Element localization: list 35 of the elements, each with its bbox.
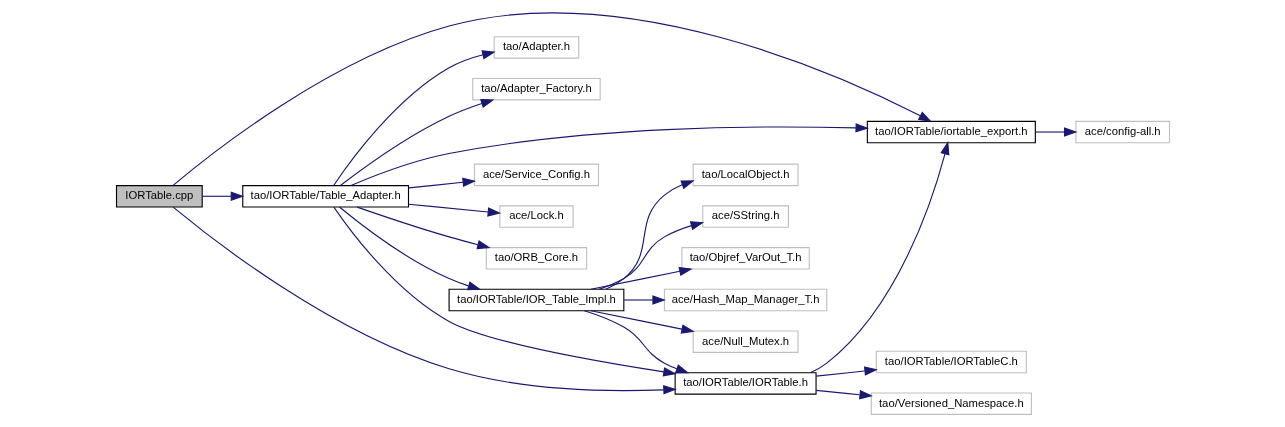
node-box: tao/Adapter.h (493, 36, 579, 59)
arrow (598, 221, 704, 290)
arrow (339, 99, 494, 186)
node-box: ace/Lock.h (498, 205, 574, 228)
arrow (623, 295, 666, 305)
arrow (356, 206, 491, 250)
arrow (815, 366, 878, 377)
arrow (1034, 127, 1077, 137)
node-box: ace/SString.h (701, 205, 789, 228)
node-box: tao/Versioned_Namespace.h (870, 392, 1032, 415)
arrow (583, 310, 689, 374)
arrow (589, 310, 695, 334)
arrow (338, 206, 481, 291)
node-box: ace/config-all.h (1074, 120, 1170, 144)
arrow (201, 191, 244, 202)
node-box: tao/ORB_Core.h (485, 247, 587, 270)
arrow (407, 177, 476, 189)
node-box: tao/IORTable/Table_Adapter.h (241, 185, 409, 208)
node-box: tao/IORTable/IORTableC.h (875, 350, 1027, 374)
arrow (332, 50, 496, 186)
node-box: IORTable.cpp (115, 185, 203, 208)
node-box: tao/LocalObject.h (692, 163, 799, 187)
node-box: tao/Objref_VarOut_T.h (680, 247, 810, 270)
node-box: ace/Service_Config.h (473, 163, 599, 187)
node-box: tao/IORTable/iortable_export.h (866, 120, 1036, 144)
node-box: ace/Null_Mutex.h (692, 330, 799, 353)
arrow (809, 141, 949, 374)
node-box: tao/IORTable/IORTable.h (674, 372, 817, 395)
node-box: tao/Adapter_Factory.h (471, 77, 601, 101)
arrow (604, 180, 695, 290)
node-box: tao/IORTable/IOR_Table_Impl.h (448, 288, 624, 312)
arrow (589, 266, 693, 290)
arrow (815, 389, 873, 400)
arrow (407, 203, 501, 217)
node-box: ace/Hash_Map_Manager_T.h (663, 288, 827, 312)
